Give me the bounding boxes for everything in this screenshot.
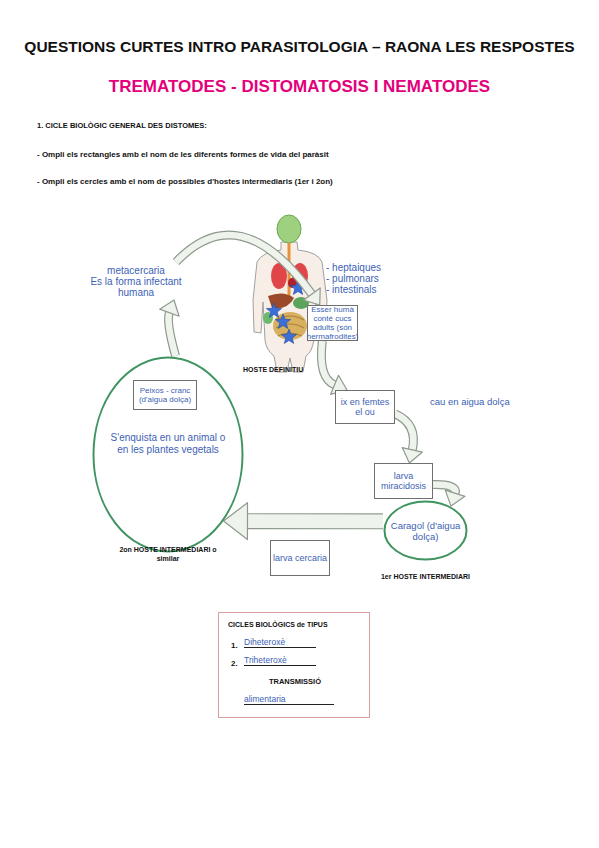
- arrow-shaft: [321, 341, 334, 385]
- arrow-shaft: [169, 313, 176, 356]
- edge-label: cau en aigua dolça: [430, 396, 510, 407]
- node-text: metacercaria: [107, 265, 165, 276]
- instruction-line: - Ompli els cercles amb el nom de possib…: [37, 177, 333, 186]
- node-text: Triheteroxè: [244, 655, 316, 666]
- arrow-shaft: [395, 414, 413, 450]
- flow-arrow: [321, 341, 334, 385]
- host-circle: S'enquista en un animal o en les plantes…: [92, 356, 244, 553]
- arrow-heads: [445, 490, 465, 506]
- esophagus: [288, 243, 291, 296]
- lung-left: [271, 263, 287, 289]
- question-heading: 1. CICLE BIOLÒGIC GENERAL DES DISTOMES:: [37, 121, 207, 130]
- arrow-head: [445, 490, 465, 506]
- liver: [268, 293, 294, 308]
- arrow-outline: [433, 485, 455, 494]
- arrow-fill: [321, 341, 334, 385]
- arrow-head: [402, 448, 422, 463]
- life-stage-box: ix en femtes el ou: [335, 390, 395, 424]
- parasite-star: [290, 280, 305, 294]
- arrow-outline: [247, 513, 383, 529]
- node-text: Es la forma infectant humana: [86, 276, 186, 298]
- arrow-fill: [169, 313, 176, 356]
- node-text: 1.: [231, 641, 238, 650]
- arrow-heads: [402, 448, 422, 463]
- arrow-shaft: [176, 235, 312, 294]
- node-text: Diheteroxè: [244, 637, 316, 648]
- parasite-star: [281, 329, 296, 343]
- life-stage-text: metacercariaEs la forma infectant humana: [86, 262, 186, 300]
- ellipse-outline: [385, 502, 467, 560]
- arrow-shaft: [433, 485, 455, 494]
- arrow-outline: [169, 313, 176, 356]
- node-text: Peixos - cranc (d'aigua dolça): [134, 386, 196, 404]
- node-text: 1er HOSTE INTERMEDIARI: [373, 573, 478, 580]
- life-stage-box: larva miracidosis: [374, 463, 433, 499]
- arrow-heads: [223, 503, 247, 540]
- arrow-fill: [433, 485, 455, 494]
- arrow-fill: [247, 514, 383, 528]
- arrow-outline: [176, 235, 312, 294]
- life-stage-box: larva cercaria: [270, 540, 330, 576]
- arrow-head: [223, 503, 247, 540]
- page-title: QUESTIONS CURTES INTRO PARASITOLOGIA – R…: [0, 38, 599, 56]
- parasite-star: [266, 303, 281, 317]
- head: [277, 215, 301, 243]
- arrow-heads: [160, 300, 179, 316]
- node-text: S'enquista en un animal o en les plantes…: [105, 432, 231, 456]
- section-subtitle: TREMATODES - DISTOMATOSIS I NEMATODES: [0, 77, 599, 97]
- organ-item: - intestinals: [326, 284, 377, 295]
- flow-arrow: [433, 485, 455, 494]
- node-text: 2.: [231, 659, 238, 668]
- arrow-shaft: [247, 521, 383, 522]
- arrow-head: [303, 288, 320, 305]
- arrow-outline: [321, 341, 334, 385]
- life-stage-box: Esser humà conté cucs adults (són hermaf…: [307, 305, 358, 341]
- node-text: TRANSMISSIÓ: [219, 677, 371, 686]
- host-circle: Caragol (d'aigua dolça)1er HOSTE INTERME…: [383, 500, 468, 561]
- node-text: larva miracidosis: [375, 471, 432, 491]
- arrow-head: [160, 300, 179, 316]
- node-text: CICLES BIOLÒGICS de TIPUS: [228, 621, 328, 628]
- answer-box: CICLES BIOLÒGICS de TIPUS 1. Diheteroxè 2. T…: [218, 612, 370, 718]
- organ-item: - heptaiques: [326, 262, 381, 273]
- node-text: alimentaria: [244, 694, 334, 705]
- organ-item: - pulmonars: [326, 273, 379, 284]
- node-text: ix en femtes el ou: [336, 397, 394, 417]
- flow-arrow: [169, 313, 176, 356]
- flow-arrow: [395, 414, 413, 450]
- flow-arrow: [247, 521, 383, 522]
- flow-arrow: [176, 235, 312, 294]
- instruction-line: - Ompli els rectangles amb el nom de les…: [37, 150, 329, 159]
- host-box: Peixos - cranc (d'aigua dolça): [133, 380, 197, 410]
- arrow-heads: [303, 288, 320, 305]
- node-text: 2on HOSTE INTERMEDIARI o similar: [114, 545, 222, 563]
- node-text: Esser humà conté cucs adults (són hermaf…: [307, 305, 359, 341]
- node-text: larva cercaria: [273, 553, 327, 563]
- ellipse-outline: [94, 358, 243, 552]
- host-heading: HOSTE DEFINITIU: [243, 366, 303, 373]
- node-text: Caragol (d'aigua dolça): [390, 520, 462, 542]
- arrow-fill: [176, 235, 312, 294]
- parasite-star: [275, 314, 290, 328]
- arrow-outline: [395, 414, 413, 450]
- arrow-fill: [395, 414, 413, 450]
